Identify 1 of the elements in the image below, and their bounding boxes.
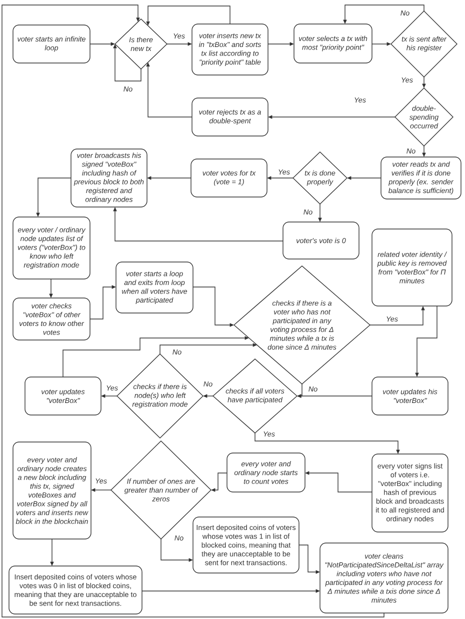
- arrow: [2, 4, 384, 618]
